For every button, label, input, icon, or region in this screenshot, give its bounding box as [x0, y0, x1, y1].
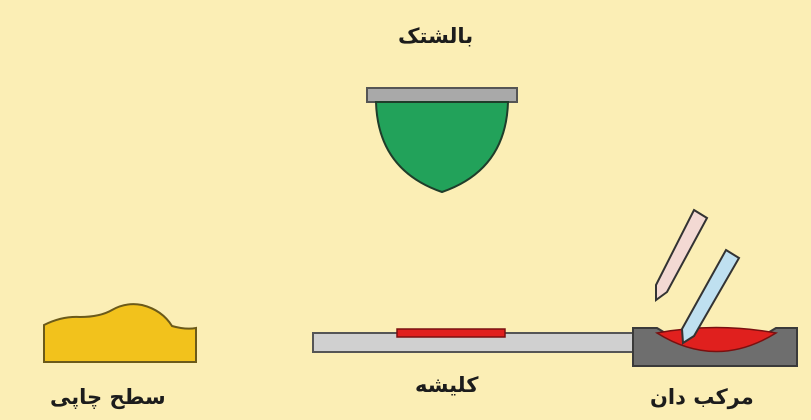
print-surface [44, 304, 196, 362]
print-surface-label: سطح چاپی [50, 385, 166, 409]
cliche-assembly [313, 329, 633, 352]
cliche-engraved-image [397, 329, 505, 337]
ink-well-label: مرکب دان [650, 385, 754, 409]
pad-assembly [367, 88, 517, 192]
doctor-blade-light [656, 210, 707, 300]
pad-mounting-plate [367, 88, 517, 102]
ink-well-assembly [633, 328, 797, 367]
pad-label: بالشتک [398, 24, 473, 48]
cliche-label: کلیشه [415, 373, 478, 397]
pad-rubber [376, 102, 508, 192]
